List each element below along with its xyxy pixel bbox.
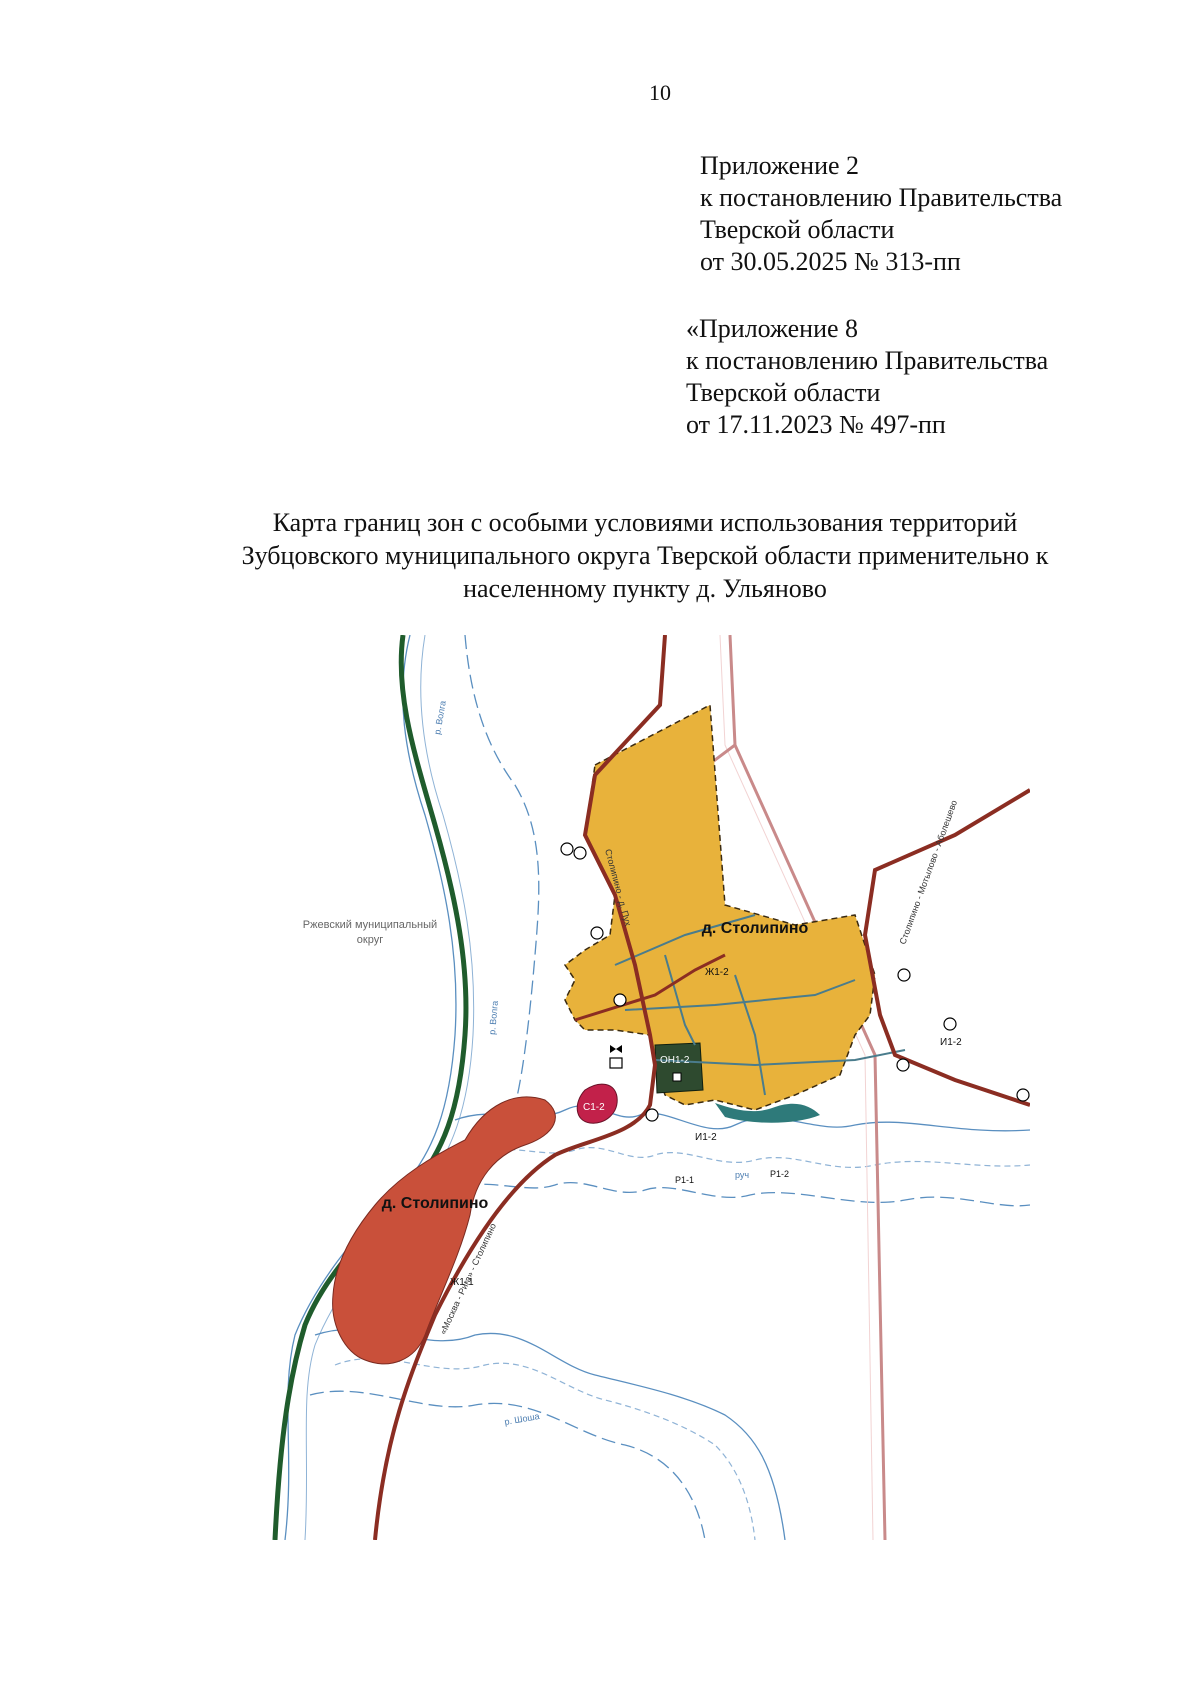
- marker-icon: [590, 926, 604, 940]
- pumping-station-icon: [609, 1057, 623, 1069]
- annex-current-line2: к постановлению Правительства: [700, 183, 1063, 212]
- annex-current-line3: Тверской области: [700, 215, 895, 244]
- street-network-2: [624, 979, 856, 1011]
- valve-icon: [610, 1045, 622, 1053]
- zone-label-zh1-2: Ж1-2: [705, 967, 729, 978]
- floodplain-boundary-west: [284, 635, 457, 1540]
- village-north-label: д. Столипино: [702, 920, 809, 937]
- marker-icon: [897, 968, 911, 982]
- shosha-river-boundary-2: [334, 1358, 756, 1540]
- marker-icon: [645, 1108, 659, 1122]
- shoreline-zone: [715, 1103, 820, 1123]
- zoning-map: Ржевский муниципальный округ д. Столипин…: [255, 635, 1030, 1540]
- marker-icon: [896, 1058, 910, 1072]
- public-zone: [654, 1042, 704, 1094]
- annex-original-block: «Приложение 8 к постановлению Правительс…: [686, 313, 1048, 441]
- annex-current-block: Приложение 2 к постановлению Правительст…: [700, 150, 1062, 278]
- map-title: Карта границ зон с особыми условиями исп…: [150, 506, 1140, 605]
- zone-label-i1-2b: И1-2: [695, 1132, 717, 1143]
- map-title-line2: Зубцовского муниципального округа Тверск…: [241, 541, 1049, 570]
- street-network-4: [734, 974, 766, 1096]
- creek-flood-boundary: [444, 1181, 1030, 1207]
- map-title-line3: населенному пункту д. Ульяново: [463, 574, 827, 603]
- village-south-label: д. Столипино: [382, 1195, 489, 1212]
- marker-icons: [560, 842, 1030, 1122]
- district-label-line2: округ: [357, 934, 383, 946]
- page-number: 10: [649, 80, 671, 105]
- shosha-flood-boundary: [309, 1390, 706, 1540]
- zone-label-r1-1: Р1-1: [675, 1175, 694, 1185]
- zone-label-c1-2: С1-2: [583, 1102, 605, 1113]
- district-label-line1: Ржевский муниципальный: [303, 919, 437, 931]
- marker-icon: [560, 842, 574, 856]
- road-central: [574, 953, 726, 1022]
- annex-original-line3: Тверской области: [686, 378, 881, 407]
- creek-label: руч: [735, 1170, 749, 1180]
- river-label-volga-1: р. Волга: [432, 700, 448, 735]
- public-zone-building: [672, 1072, 682, 1082]
- creek-south-boundary: [469, 1147, 1030, 1169]
- marker-icon: [573, 846, 587, 860]
- marker-icon: [1016, 1088, 1030, 1102]
- volga-river: [272, 635, 469, 1540]
- zone-label-i1-2: И1-2: [940, 1037, 962, 1048]
- marker-icon: [943, 1017, 957, 1031]
- zone-label-on1-2: ОН1-2: [660, 1055, 690, 1066]
- road-east: [862, 788, 1030, 1107]
- road-label-east: Столипино - Мотылово - Аболешево: [897, 799, 959, 946]
- annex-original-line4: от 17.11.2023 № 497-пп: [686, 410, 946, 439]
- floodplain-boundary-east: [464, 635, 540, 1106]
- zone-label-zh1-1: Ж1-1: [450, 1277, 474, 1288]
- street-network-5: [654, 1049, 906, 1067]
- annex-current-line4: от 30.05.2025 № 313-пп: [700, 247, 961, 276]
- zone-label-r1-2: Р1-2: [770, 1169, 789, 1179]
- floodplain-boundary-west-inner: [304, 635, 475, 1540]
- map-title-line1: Карта границ зон с особыми условиями исп…: [272, 508, 1018, 537]
- street-network-3: [664, 954, 696, 1046]
- road-west: [373, 635, 667, 1540]
- river-label-volga-2: р. Волга: [487, 1000, 500, 1035]
- street-network-1: [614, 914, 756, 966]
- marker-icon: [613, 993, 627, 1007]
- special-zone: [576, 1083, 618, 1124]
- annex-current-line1: Приложение 2: [700, 151, 860, 180]
- annex-original-line2: к постановлению Правительства: [686, 346, 1049, 375]
- minor-road-east: [728, 635, 887, 1540]
- annex-original-line1: «Приложение 8: [686, 314, 859, 343]
- creek-north-boundary: [454, 1105, 1030, 1132]
- minor-road-east-inner: [719, 635, 874, 1540]
- river-label-shosha: р. Шоша: [504, 1411, 541, 1427]
